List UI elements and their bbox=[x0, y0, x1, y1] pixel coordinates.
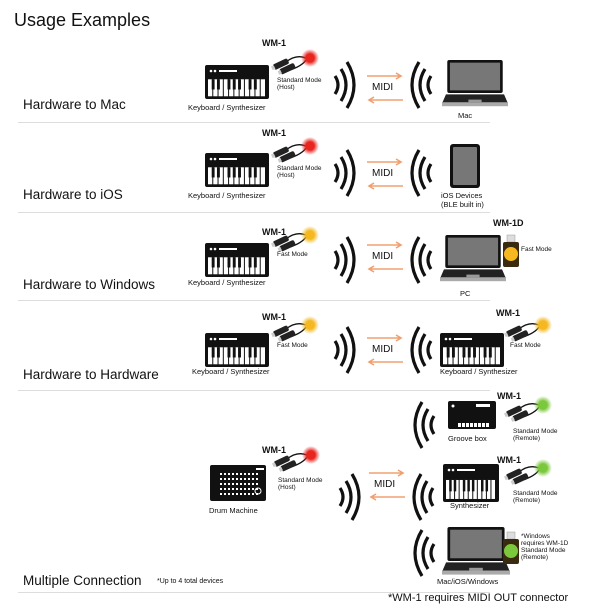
tablet-icon bbox=[450, 144, 480, 188]
midi-arrows-icon bbox=[367, 241, 403, 273]
row-title: Multiple Connection bbox=[23, 573, 142, 588]
device-label: Keyboard / Synthesizer bbox=[188, 278, 266, 287]
wm1-adapter-icon bbox=[271, 137, 322, 168]
wireless-out-icon bbox=[333, 60, 363, 110]
wm1-adapter-icon bbox=[504, 459, 555, 490]
device-label: Drum Machine bbox=[209, 506, 258, 515]
adapter-model: WM-1 bbox=[262, 312, 286, 322]
row-title: Hardware to Windows bbox=[23, 277, 156, 292]
keyboard-icon bbox=[205, 153, 269, 187]
device-label: Keyboard / Synthesizer bbox=[188, 191, 266, 200]
wireless-out-icon bbox=[333, 325, 363, 375]
mode-label: Standard Mode(Host) bbox=[278, 477, 323, 491]
laptop-icon bbox=[440, 235, 506, 283]
row-title: Hardware to iOS bbox=[23, 187, 123, 202]
wm1-adapter-icon bbox=[271, 49, 322, 80]
wireless-in-icon bbox=[408, 528, 438, 578]
row-title: Hardware to Hardware bbox=[23, 367, 159, 382]
divider bbox=[18, 390, 490, 391]
midi-arrows-icon bbox=[367, 72, 403, 104]
mode-label: Standard Mode(Remote) bbox=[513, 428, 558, 442]
midi-label: MIDI bbox=[372, 168, 394, 179]
device-label: iOS Devices(BLE built in) bbox=[441, 191, 484, 209]
midi-label: MIDI bbox=[374, 479, 396, 490]
divider bbox=[18, 300, 490, 301]
keyboard-icon bbox=[205, 243, 269, 277]
wireless-in-icon bbox=[405, 235, 435, 285]
laptop-icon bbox=[442, 527, 510, 576]
keyboard-icon bbox=[205, 333, 269, 367]
wireless-in-icon bbox=[405, 325, 435, 375]
keyboard-icon bbox=[440, 333, 504, 367]
wm1-adapter-icon bbox=[271, 316, 322, 347]
keyboard-icon bbox=[205, 65, 269, 99]
adapter-model: WM-1 bbox=[262, 38, 286, 48]
mode-label: Fast Mode bbox=[277, 342, 308, 349]
footer-note: *WM-1 requires MIDI OUT connector bbox=[388, 592, 569, 604]
wm1-adapter-icon bbox=[504, 316, 555, 347]
page-title: Usage Examples bbox=[14, 10, 151, 30]
adapter-model: WM-1 bbox=[262, 445, 286, 455]
keyboard-icon bbox=[443, 464, 499, 502]
wireless-in-icon bbox=[405, 60, 435, 110]
drum-machine-icon bbox=[210, 465, 271, 503]
groove-box-icon bbox=[448, 401, 496, 433]
midi-label: MIDI bbox=[372, 344, 394, 355]
device-label: Synthesizer bbox=[450, 501, 490, 510]
midi-arrows-icon bbox=[369, 469, 405, 501]
adapter-model: WM-1 bbox=[262, 227, 286, 237]
laptop-icon bbox=[442, 60, 508, 108]
device-label: Keyboard / Synthesizer bbox=[192, 367, 270, 376]
mode-label: Fast Mode bbox=[277, 251, 308, 258]
adapter-model: WM-1 bbox=[497, 455, 521, 465]
mode-label: Standard Mode(Remote) bbox=[513, 490, 558, 504]
midi-label: MIDI bbox=[372, 251, 394, 262]
wireless-in-icon bbox=[405, 148, 435, 198]
mode-label: Fast Mode bbox=[521, 246, 552, 253]
midi-arrows-icon bbox=[367, 158, 403, 190]
midi-arrows-icon bbox=[367, 334, 403, 366]
divider bbox=[18, 122, 490, 123]
wm1-adapter-icon bbox=[271, 226, 322, 257]
row-title: Hardware to Mac bbox=[23, 97, 126, 112]
mode-label: Fast Mode bbox=[510, 342, 541, 349]
wm1-adapter-icon bbox=[504, 396, 555, 427]
adapter-model: WM-1 bbox=[496, 308, 520, 318]
wireless-in-icon bbox=[408, 400, 438, 450]
wm1-adapter-icon bbox=[272, 446, 323, 477]
adapter-model: WM-1D bbox=[493, 218, 524, 228]
divider bbox=[18, 212, 490, 213]
midi-label: MIDI bbox=[372, 82, 394, 93]
device-label: Mac bbox=[458, 111, 473, 120]
wireless-out-icon bbox=[333, 235, 363, 285]
device-label: Keyboard / Synthesizer bbox=[440, 367, 518, 376]
note-label: *Up to 4 total devices bbox=[157, 578, 224, 585]
mode-label: Standard Mode(Host) bbox=[277, 165, 322, 179]
wm1d-dongle-icon bbox=[503, 531, 519, 564]
adapter-model: WM-1 bbox=[497, 391, 521, 401]
device-label: PC bbox=[460, 289, 471, 298]
mode-label: Standard Mode(Host) bbox=[277, 77, 322, 91]
wireless-out-icon bbox=[338, 472, 368, 522]
wireless-out-icon bbox=[333, 148, 363, 198]
device-label: Mac/iOS/Windows bbox=[437, 577, 499, 586]
adapter-model: WM-1 bbox=[262, 128, 286, 138]
wm1d-dongle-icon bbox=[503, 234, 519, 267]
device-label: Groove box bbox=[448, 434, 487, 443]
wireless-in-icon bbox=[407, 472, 437, 522]
device-label: Keyboard / Synthesizer bbox=[188, 103, 266, 112]
divider bbox=[18, 592, 490, 593]
